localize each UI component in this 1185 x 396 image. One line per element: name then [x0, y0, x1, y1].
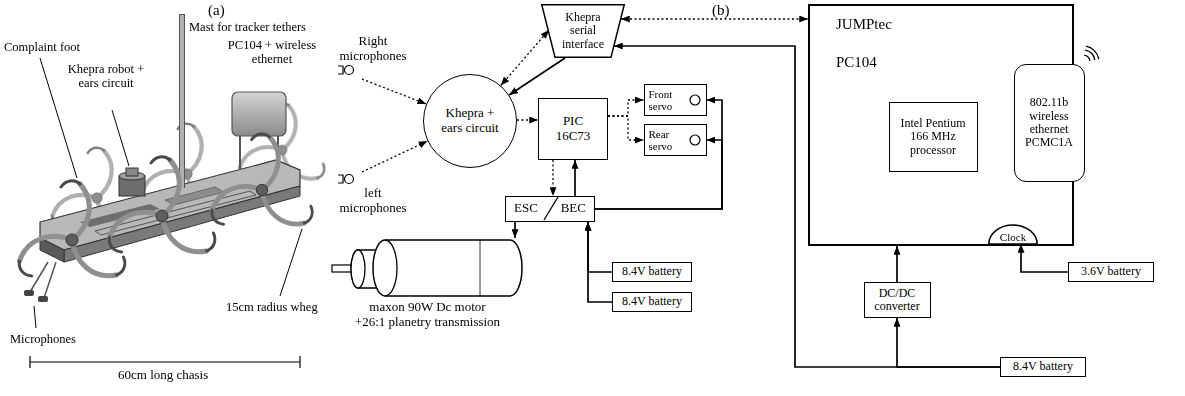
microphone-group: Right microphones	[336, 34, 413, 79]
battery-box: 3.6V battery	[1068, 262, 1154, 282]
power-connector	[588, 222, 612, 272]
servo-box: Front servo	[644, 84, 707, 116]
node-text: 8.4V battery	[622, 295, 682, 308]
power-connector	[896, 246, 898, 282]
converter-box: DC/DC converter	[864, 282, 931, 318]
computer-box: JUMPtecPC104Intel Pentium 166 MHz proces…	[808, 4, 1074, 246]
motor-drawing	[330, 238, 525, 300]
node-text: Right microphones	[336, 34, 410, 63]
power-connector	[509, 58, 565, 95]
node-text: Rear servo	[649, 128, 685, 153]
power-connector	[588, 222, 612, 302]
servo-symbol	[688, 133, 702, 147]
signal-connector	[621, 18, 808, 19]
signal-connector	[362, 141, 428, 172]
speed-controller-box: ESC BEC	[505, 196, 595, 222]
dimension-line	[30, 356, 300, 368]
tracker-mast	[182, 14, 183, 188]
signal-connector	[501, 30, 549, 86]
part-label: 60cm long chasis	[118, 368, 208, 383]
servo-symbol	[688, 93, 702, 107]
panel-letter: (a)	[208, 2, 225, 19]
battery-box: 8.4V battery	[612, 292, 692, 312]
node-text: BEC	[561, 201, 586, 216]
part-label: Microphones	[10, 332, 76, 346]
part-label: Khepra robot + ears circuit	[66, 62, 146, 90]
microphones	[24, 262, 56, 302]
node-text: PC104	[836, 54, 877, 71]
part-label: Mast for tracker tethers	[189, 20, 306, 34]
node-text: DC/DC converter	[868, 287, 926, 314]
node-text: 8.4V battery	[622, 265, 682, 278]
power-connector	[595, 100, 722, 209]
signal-connector	[608, 100, 644, 116]
signal-connector	[552, 160, 553, 196]
power-connector	[574, 160, 576, 196]
microphone-symbol	[336, 173, 358, 185]
wireless-card-box: 802.11b wireless ethernet PCMC1A	[1014, 64, 1085, 182]
part-label: Complaint foot	[4, 40, 80, 54]
signal-connector	[608, 116, 644, 140]
node-text: JUMPtec	[836, 16, 892, 33]
part-label: PC104 + wireless ethernet	[222, 38, 322, 66]
battery-box: 8.4V battery	[612, 262, 692, 282]
interface-trapezoid: Khepra serial interface	[541, 4, 625, 58]
node-text: Khepra serial interface	[557, 11, 609, 51]
panel-letter: (b)	[712, 2, 730, 19]
node-text: PIC 16C73	[547, 114, 599, 143]
node-text: maxon 90W Dc motor +26:1 planetry transm…	[354, 300, 502, 329]
node-text: ESC	[514, 201, 538, 216]
microphone-group: left microphones	[336, 172, 413, 217]
battery-box: 8.4V battery	[1000, 357, 1086, 377]
power-connector	[1021, 244, 1068, 272]
microcontroller-box: PIC 16C73	[538, 98, 608, 160]
node-text: Intel Pentium 166 MHz processor	[894, 117, 972, 157]
node-text: 802.11b wireless ethernet PCMC1A	[1019, 96, 1079, 150]
microphone-symbol	[336, 64, 358, 76]
node-text: Khepra + ears circuit	[437, 106, 503, 135]
processor-box: Intel Pentium 166 MHz processor	[889, 102, 978, 172]
power-connector	[897, 318, 1000, 367]
signal-connector	[362, 79, 426, 104]
node-text: Clock	[1000, 231, 1026, 243]
power-connector	[614, 46, 1000, 367]
servo-box: Rear servo	[644, 124, 707, 156]
motor: maxon 90W Dc motor +26:1 planetry transm…	[330, 238, 525, 338]
signal-connector	[517, 119, 538, 120]
wireless-symbol	[1084, 46, 1099, 61]
controller-circle: Khepra + ears circuit	[423, 74, 517, 168]
near-side-whegs	[12, 134, 316, 285]
power-connector	[514, 222, 516, 238]
node-text: Front servo	[649, 88, 685, 113]
leader-lines	[34, 58, 302, 328]
clock-semicircle: Clock	[988, 224, 1038, 244]
khepra-robot	[119, 168, 145, 196]
part-label: 15cm radius wheg	[226, 300, 318, 314]
node-text: left microphones	[336, 186, 410, 215]
node-text: 3.6V battery	[1081, 265, 1141, 278]
node-text: 8.4V battery	[1013, 360, 1073, 373]
